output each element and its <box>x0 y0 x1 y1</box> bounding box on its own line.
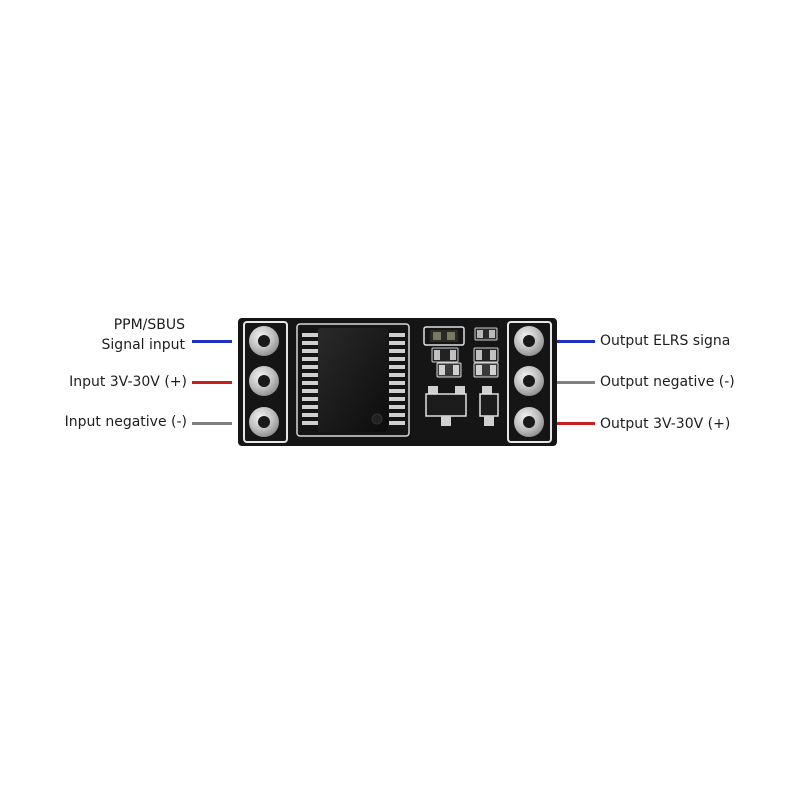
ground-input-wire <box>192 422 232 425</box>
transistor-right <box>479 386 499 426</box>
signal-input-wire <box>192 340 232 343</box>
signal-output-label: Output ELRS signa <box>600 333 731 349</box>
main-ic-pins-right <box>389 333 405 425</box>
signal-input-label-line2: Signal input <box>101 337 185 353</box>
main-ic <box>318 328 388 432</box>
power-input-wire <box>192 381 232 384</box>
power-output-wire <box>557 422 595 425</box>
power-output-label: Output 3V-30V (+) <box>600 416 731 432</box>
ground-output-wire <box>557 381 595 384</box>
signal-input-label-line1: PPM/SBUS <box>113 317 185 333</box>
transistor-left <box>425 386 467 426</box>
ground-input-label: Input negative (-) <box>64 414 187 430</box>
left-pads <box>249 326 279 437</box>
left-header-silkscreen <box>243 321 288 443</box>
led-silkscreen <box>423 326 465 346</box>
main-ic-silkscreen <box>296 323 410 437</box>
power-input-label: Input 3V-30V (+) <box>69 374 187 390</box>
signal-output-wire <box>557 340 595 343</box>
right-pads <box>514 326 544 437</box>
right-header-silkscreen <box>507 321 552 443</box>
ground-output-label: Output negative (-) <box>600 374 735 390</box>
main-ic-pins-left <box>302 333 318 425</box>
